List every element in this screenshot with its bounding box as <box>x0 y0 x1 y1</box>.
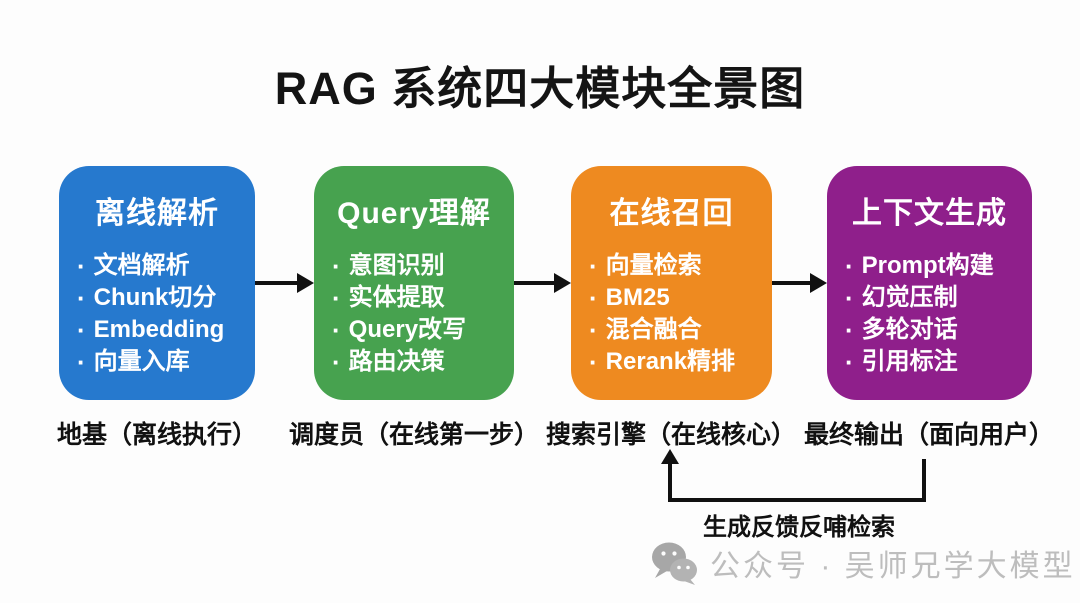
bullet-icon: · <box>332 251 341 281</box>
watermark: 公众号 · 吴师兄学大模型 <box>650 540 1076 586</box>
bullet-icon: · <box>332 283 341 313</box>
list-item: · Embedding <box>75 314 255 346</box>
module-caption: 调度员（在线第一步） <box>288 421 539 449</box>
list-item-label: Prompt构建 <box>861 252 994 279</box>
watermark-text: 公众号 · 吴师兄学大模型 <box>710 550 1076 583</box>
list-item: · 引用标注 <box>843 346 1032 378</box>
module-item-list: · Prompt构建 · 幻觉压制 · 多轮对话 · 引用标注 <box>827 250 1032 378</box>
list-item: · Query改写 <box>330 314 514 346</box>
bullet-icon: · <box>845 347 854 377</box>
list-item: · 意图识别 <box>330 250 514 282</box>
bullet-icon: · <box>77 283 86 313</box>
module-title: 在线召回 <box>609 197 734 230</box>
list-item-label: 意图识别 <box>348 252 445 279</box>
list-item: · 多轮对话 <box>843 314 1032 346</box>
bullet-icon: · <box>845 283 854 313</box>
list-item-label: BM25 <box>605 284 670 311</box>
module-card-offline-parsing: 离线解析 · 文档解析 · Chunk切分 · Embedding · 向量入库 <box>59 166 255 400</box>
module-item-list: · 文档解析 · Chunk切分 · Embedding · 向量入库 <box>59 250 255 378</box>
module-caption: 最终输出（面向用户） <box>803 421 1054 449</box>
feedback-label: 生成反馈反哺检索 <box>703 514 895 541</box>
bullet-icon: · <box>845 251 854 281</box>
list-item-label: 路由决策 <box>348 348 445 375</box>
module-item-list: · 意图识别 · 实体提取 · Query改写 · 路由决策 <box>314 250 514 378</box>
bullet-icon: · <box>589 283 598 313</box>
list-item-label: Embedding <box>93 316 225 343</box>
list-item: · 向量入库 <box>75 346 255 378</box>
list-item-label: 文档解析 <box>93 252 190 279</box>
module-caption: 地基（离线执行） <box>56 421 257 449</box>
bullet-icon: · <box>77 347 86 377</box>
list-item: · Rerank精排 <box>587 346 772 378</box>
list-item-label: Chunk切分 <box>93 284 217 311</box>
list-item-label: 幻觉压制 <box>861 284 958 311</box>
module-card-online-recall: 在线召回 · 向量检索 · BM25 · 混合融合 · Rerank精排 <box>571 166 772 400</box>
bullet-icon: · <box>332 315 341 345</box>
list-item-label: 混合融合 <box>605 316 702 343</box>
list-item: · 向量检索 <box>587 250 772 282</box>
module-card-context-generation: 上下文生成 · Prompt构建 · 幻觉压制 · 多轮对话 · 引用标注 <box>827 166 1032 400</box>
list-item: · Chunk切分 <box>75 282 255 314</box>
list-item-label: Rerank精排 <box>605 348 736 375</box>
list-item-label: 向量入库 <box>93 348 190 375</box>
list-item: · BM25 <box>587 282 772 314</box>
bullet-icon: · <box>332 347 341 377</box>
list-item-label: 多轮对话 <box>861 316 958 343</box>
bullet-icon: · <box>845 315 854 345</box>
bullet-icon: · <box>77 251 86 281</box>
wechat-icon <box>652 542 697 585</box>
list-item-label: 引用标注 <box>861 348 958 375</box>
module-title: Query理解 <box>337 197 491 230</box>
bullet-icon: · <box>77 315 86 345</box>
module-title: 离线解析 <box>95 197 219 230</box>
bullet-icon: · <box>589 315 598 345</box>
page-title: RAG 系统四大模块全景图 <box>274 63 806 114</box>
module-card-query-understanding: Query理解 · 意图识别 · 实体提取 · Query改写 · 路由决策 <box>314 166 514 400</box>
list-item: · Prompt构建 <box>843 250 1032 282</box>
bullet-icon: · <box>589 251 598 281</box>
list-item-label: 实体提取 <box>348 284 445 311</box>
bullet-icon: · <box>589 347 598 377</box>
list-item: · 文档解析 <box>75 250 255 282</box>
list-item-label: 向量检索 <box>605 252 702 279</box>
list-item: · 幻觉压制 <box>843 282 1032 314</box>
list-item: · 实体提取 <box>330 282 514 314</box>
flow-arrow-icon <box>772 273 827 293</box>
flow-arrow-icon <box>514 273 571 293</box>
flow-arrow-icon <box>255 273 314 293</box>
list-item-label: Query改写 <box>348 316 467 343</box>
module-title: 上下文生成 <box>852 197 1007 230</box>
feedback-arrowhead-icon <box>661 449 679 464</box>
list-item: · 路由决策 <box>330 346 514 378</box>
feedback-arrow-icon <box>668 459 926 502</box>
list-item: · 混合融合 <box>587 314 772 346</box>
module-caption: 搜索引擎（在线核心） <box>545 421 796 449</box>
module-item-list: · 向量检索 · BM25 · 混合融合 · Rerank精排 <box>571 250 772 378</box>
